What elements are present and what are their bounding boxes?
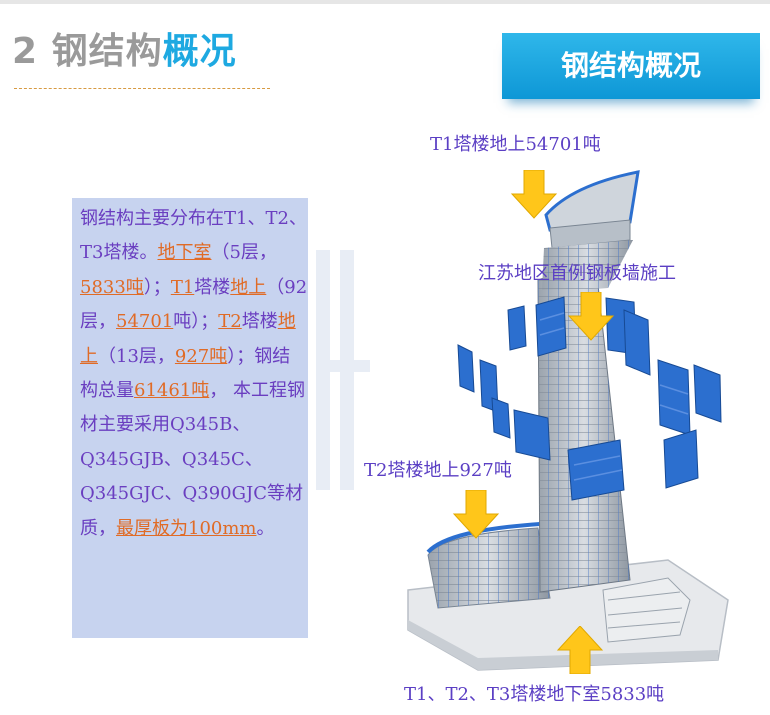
text-segment: （13层， xyxy=(98,345,175,367)
text-segment: 钢结构主要分布在T1、T2、T3塔楼。 xyxy=(80,208,307,264)
callout-basement: T1、T2、T3塔楼地下室5833吨 xyxy=(404,684,665,705)
title-divider xyxy=(14,88,270,89)
description-box: 钢结构主要分布在T1、T2、T3塔楼。地下室（5层，5833吨）；T1塔楼地上（… xyxy=(72,198,308,638)
watermark-mark xyxy=(316,250,370,490)
callout-t1-above: T1塔楼地上54701吨 xyxy=(430,134,601,155)
highlight-segment: 最厚板为100mm xyxy=(116,517,257,539)
slide-title: 2 钢结构概况 xyxy=(12,22,237,74)
highlight-segment: 61461吨 xyxy=(134,380,210,402)
text-segment: ， 本工程钢材主要采用Q345B、Q345GJB、Q345C、Q345GJC、Q… xyxy=(80,380,305,539)
highlight-segment: 54701 xyxy=(116,311,174,333)
top-border xyxy=(0,0,770,4)
title-highlight: 概况 xyxy=(162,31,237,72)
arrow-t1-icon xyxy=(510,170,558,219)
section-badge: 钢结构概况 xyxy=(502,33,760,99)
text-segment: ）； xyxy=(143,276,171,298)
text-segment: 塔楼 xyxy=(194,276,231,298)
highlight-segment: 地上 xyxy=(230,276,267,298)
title-plain: 钢结构 xyxy=(51,31,163,72)
steel-structure-illustration xyxy=(407,170,729,671)
highlight-segment: 5833吨 xyxy=(80,276,144,298)
highlight-segment: T1 xyxy=(170,276,195,298)
text-segment: 吨）； xyxy=(173,311,219,333)
arrow-t2-icon xyxy=(452,490,500,539)
text-segment: 塔楼 xyxy=(241,311,278,333)
highlight-segment: 地下室 xyxy=(157,242,212,264)
callout-t2-above: T2塔楼地上927吨 xyxy=(364,460,512,481)
arrow-basement-icon xyxy=(556,626,604,674)
highlight-segment: 地上 xyxy=(80,311,296,367)
section-number: 2 xyxy=(12,31,39,72)
callout-plate-wall: 江苏地区首例钢板墙施工 xyxy=(478,263,676,284)
text-segment: 。 xyxy=(256,517,275,539)
description-text: 钢结构主要分布在T1、T2、T3塔楼。地下室（5层，5833吨）；T1塔楼地上（… xyxy=(80,202,308,546)
arrow-plate-wall-icon xyxy=(567,292,615,341)
text-segment: （92层， xyxy=(80,276,308,333)
highlight-segment: 927吨 xyxy=(174,345,228,367)
highlight-segment: T2 xyxy=(218,311,242,333)
text-segment: （5层， xyxy=(211,242,277,264)
text-segment: ）；钢结构总量 xyxy=(80,345,291,402)
